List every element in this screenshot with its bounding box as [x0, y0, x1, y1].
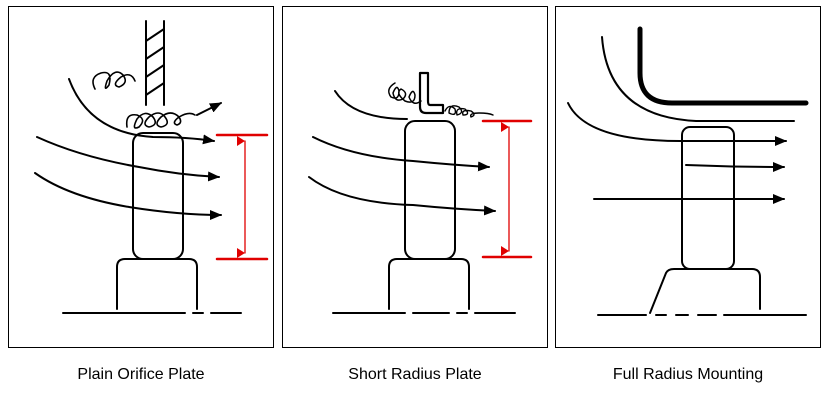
full-radius-drawing [567, 26, 809, 316]
dimension-marker [215, 133, 269, 261]
streamline [567, 102, 787, 146]
mounting-base [116, 258, 198, 310]
plain-orifice-drawing [34, 20, 269, 314]
streamline [601, 36, 795, 122]
caption-plain-orifice-plate: Plain Orifice Plate [77, 366, 205, 383]
streamline [196, 102, 222, 116]
panel-short-radius-plate [282, 6, 548, 348]
streamline [36, 136, 220, 182]
short-radius-plate [418, 71, 445, 115]
flow-element [404, 120, 456, 260]
flow-element [132, 132, 184, 260]
streamline [68, 78, 215, 145]
mounting-base [388, 258, 470, 310]
panel-full-radius-mounting [555, 6, 821, 348]
streamline [685, 161, 785, 172]
short-radius-drawing [308, 71, 533, 314]
mounting-base [649, 268, 761, 314]
streamline [334, 90, 408, 120]
caption-short-radius-plate: Short Radius Plate [348, 366, 482, 383]
caption-full-radius-mounting: Full Radius Mounting [612, 366, 764, 383]
vortex-coil [92, 71, 136, 90]
dimension-marker [481, 119, 533, 259]
vortex-coil [388, 82, 422, 104]
streamline [312, 136, 490, 172]
vortex-coil [444, 105, 494, 118]
streamline [34, 172, 222, 220]
streamline [308, 176, 496, 216]
panel-plain-orifice-plate [8, 6, 274, 348]
vortex-coil [125, 112, 196, 129]
orifice-plate [145, 20, 165, 106]
full-radius-plate [637, 26, 809, 106]
